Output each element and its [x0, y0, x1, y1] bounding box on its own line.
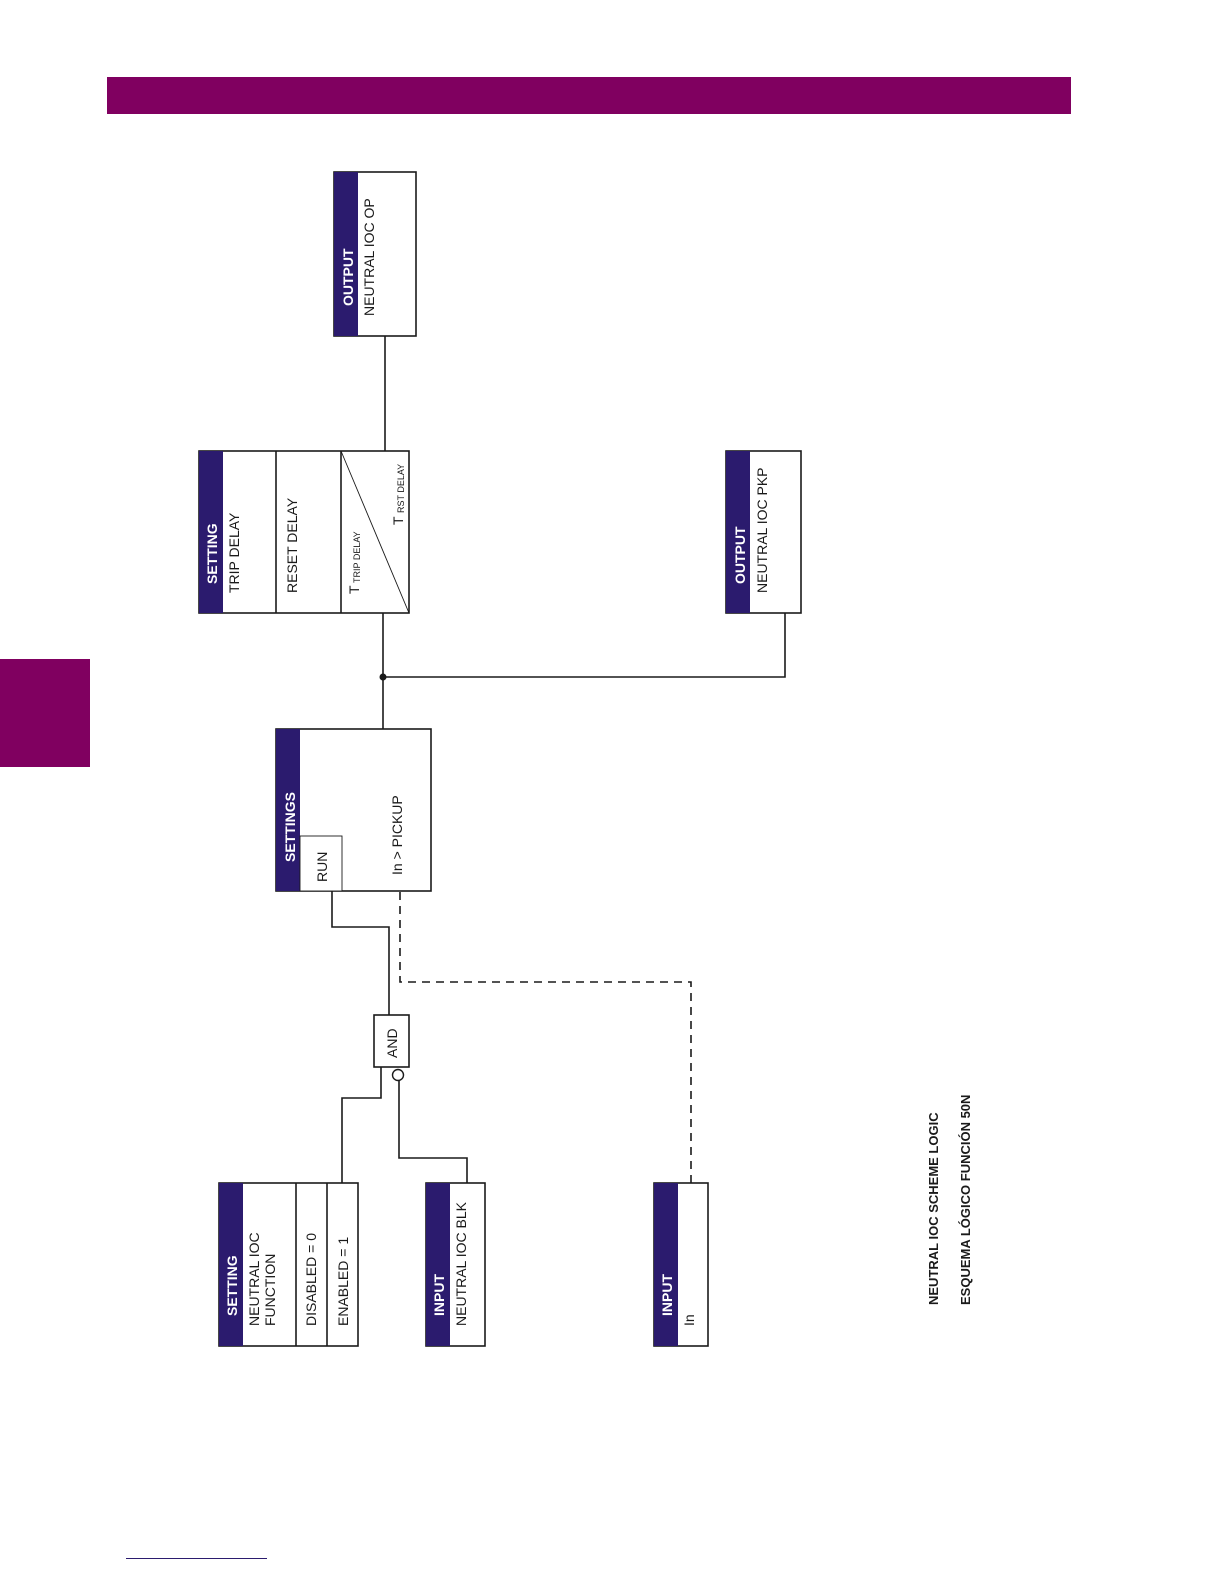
timer-trip-delay-label: TRIP DELAY — [226, 512, 242, 593]
pickup-settings-block: SETTINGS RUN In > PICKUP — [276, 729, 431, 891]
function-setting-block: SETTING NEUTRAL IOC FUNCTION DISABLED = … — [219, 1183, 358, 1346]
junction-dot — [380, 674, 387, 681]
function-header: SETTING — [224, 1255, 240, 1316]
and-gate: AND — [374, 1015, 409, 1067]
caption-line1: NEUTRAL IOC SCHEME LOGIC — [926, 1112, 941, 1305]
output-op-label: NEUTRAL IOC OP — [361, 198, 377, 316]
timer-setting-block: SETTING TRIP DELAY RESET DELAY T TRIP DE… — [199, 451, 409, 613]
output-pkp-header: OUTPUT — [732, 526, 748, 584]
timer-header: SETTING — [204, 523, 220, 584]
timer-t-trip-sub: TRIP DELAY — [352, 531, 362, 583]
input-blk-label: NEUTRAL IOC BLK — [453, 1201, 469, 1326]
input-blk-header: INPUT — [431, 1274, 447, 1316]
wire-in-to-pickup-dashed — [400, 891, 691, 1183]
wire-blk-to-and — [399, 1081, 467, 1183]
timer-t-trip: T — [346, 585, 362, 594]
pickup-condition-label: In > PICKUP — [389, 795, 405, 875]
output-pkp-label: NEUTRAL IOC PKP — [754, 467, 770, 593]
pickup-run-label: RUN — [314, 852, 330, 882]
pickup-header: SETTINGS — [282, 792, 298, 862]
and-inverter-bubble — [393, 1070, 404, 1081]
and-gate-label: AND — [384, 1028, 400, 1058]
output-pkp-block: OUTPUT NEUTRAL IOC PKP — [726, 451, 801, 613]
wire-junction-to-output-pkp — [383, 613, 785, 677]
wire-and-to-run — [332, 891, 389, 1015]
timer-t-rst: T — [390, 516, 406, 525]
function-label-line2: FUNCTION — [262, 1254, 278, 1326]
input-in-block: INPUT In — [654, 1183, 708, 1346]
output-op-header: OUTPUT — [340, 248, 356, 306]
input-blk-block: INPUT NEUTRAL IOC BLK — [426, 1183, 485, 1346]
timer-reset-delay-label: RESET DELAY — [284, 497, 300, 593]
input-in-header: INPUT — [659, 1274, 675, 1316]
input-in-label: In — [681, 1314, 697, 1326]
function-enabled-option: ENABLED = 1 — [335, 1237, 351, 1326]
wire-function-to-and — [342, 1067, 381, 1183]
figure-caption: NEUTRAL IOC SCHEME LOGIC ESQUEMA LÓGICO … — [926, 1095, 973, 1305]
output-op-block: OUTPUT NEUTRAL IOC OP — [334, 172, 416, 336]
caption-line2: ESQUEMA LÓGICO FUNCIÓN 50N — [958, 1095, 973, 1305]
timer-t-rst-sub: RST DELAY — [396, 464, 406, 513]
function-label-line1: NEUTRAL IOC — [246, 1232, 262, 1326]
function-disabled-option: DISABLED = 0 — [303, 1233, 319, 1326]
